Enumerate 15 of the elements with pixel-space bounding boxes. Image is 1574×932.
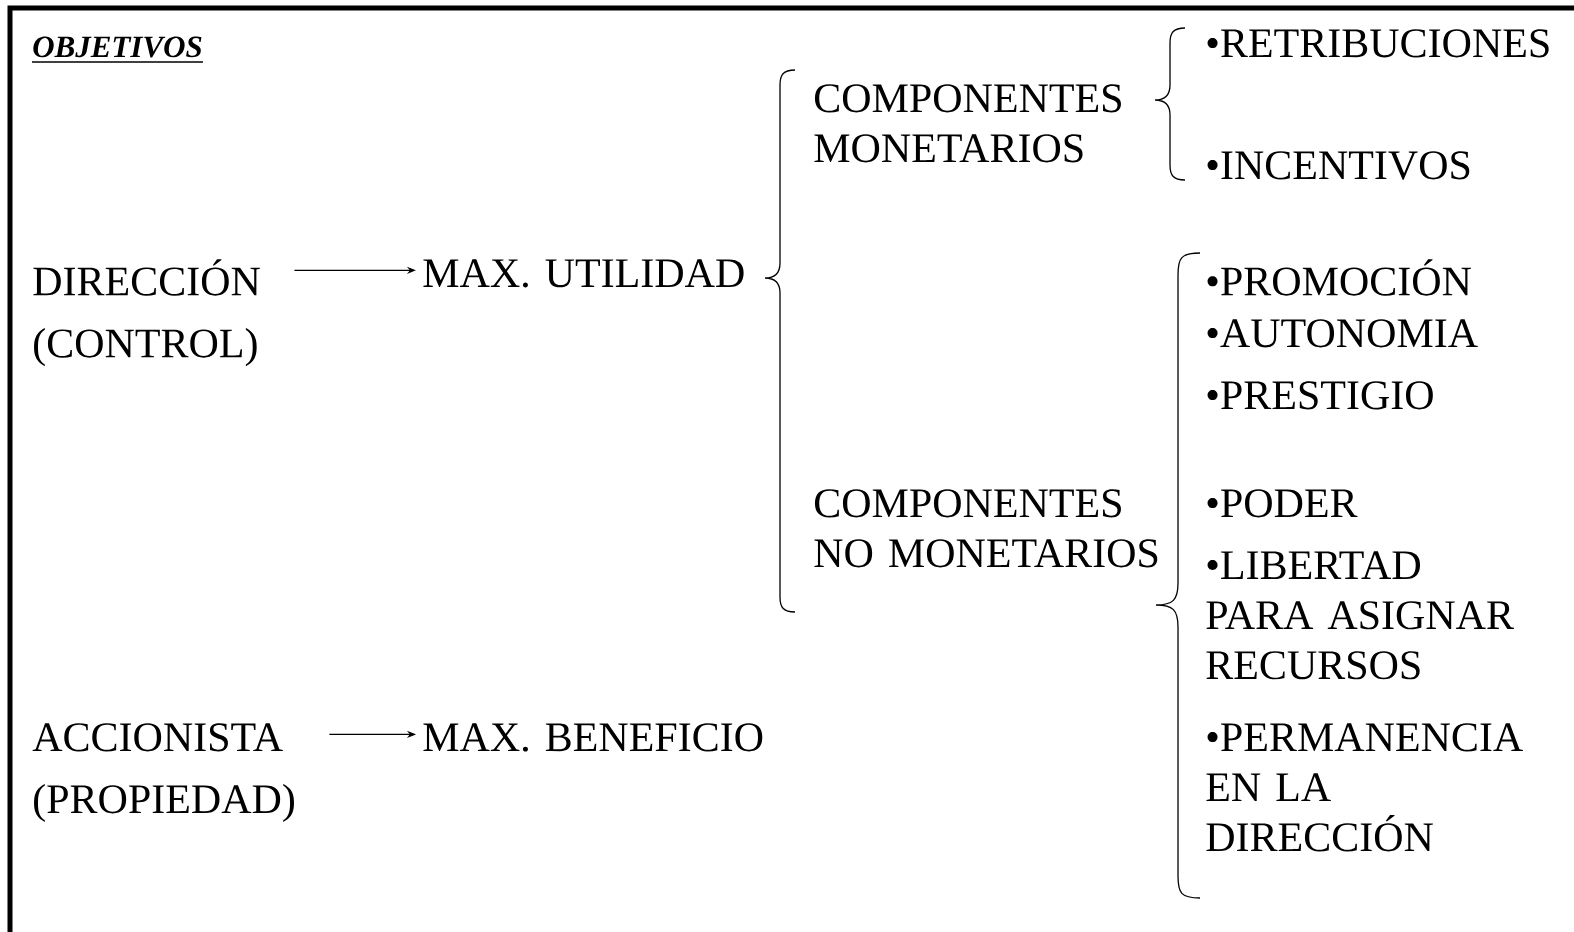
- label-text: •PODER: [1207, 489, 1358, 518]
- label-text: •PRESTIGIO: [1207, 381, 1433, 410]
- label-text: •RETRIBUCIONES: [1207, 29, 1549, 58]
- heading: OBJETIVOS: [31, 36, 204, 63]
- label-text: COMPONENTES NO MONETARIOS: [814, 489, 1158, 568]
- label-text: •PERMANENCIA EN LA DIRECCIÓN: [1206, 723, 1523, 852]
- node-text: DIRECCIÓN (CONTROL): [33, 259, 260, 367]
- node-text: ACCIONISTA (PROPIEDAD): [32, 723, 294, 822]
- label-text: COMPONENTES MONETARIOS: [814, 84, 1121, 163]
- node-text: MAX. UTILIDAD: [423, 259, 744, 288]
- label-text: •AUTONOMIA: [1207, 319, 1478, 348]
- label-text: •PROMOCIÓN: [1207, 259, 1471, 296]
- label-text: •INCENTIVOS: [1207, 151, 1470, 180]
- node-text: MAX. BENEFICIO: [423, 723, 763, 752]
- label-text: •LIBERTAD PARA ASIGNAR RECURSOS: [1206, 551, 1514, 680]
